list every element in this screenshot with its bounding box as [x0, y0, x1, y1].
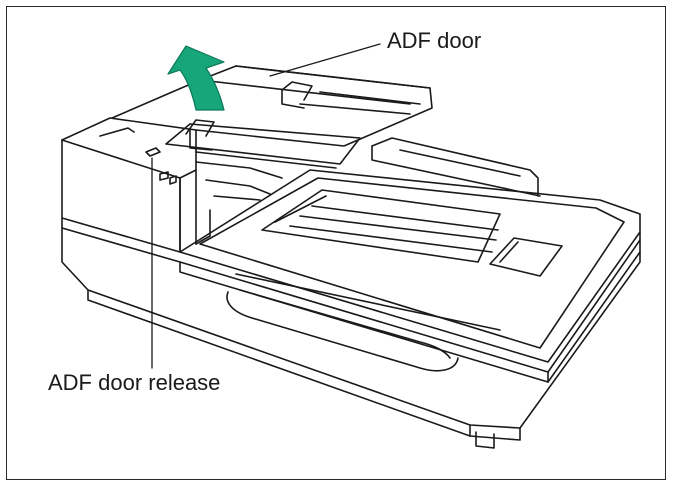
- scanner-base: [61, 217, 641, 449]
- callout-leaders: [151, 43, 381, 369]
- adf-door-label: ADF door: [387, 28, 482, 53]
- adf-door-release-label: ADF door release: [48, 370, 221, 395]
- adf-housing: [61, 117, 211, 253]
- adf-door-leader: [269, 43, 381, 77]
- curved-up-arrow-icon: [167, 45, 225, 111]
- flatbed-top: [179, 137, 641, 363]
